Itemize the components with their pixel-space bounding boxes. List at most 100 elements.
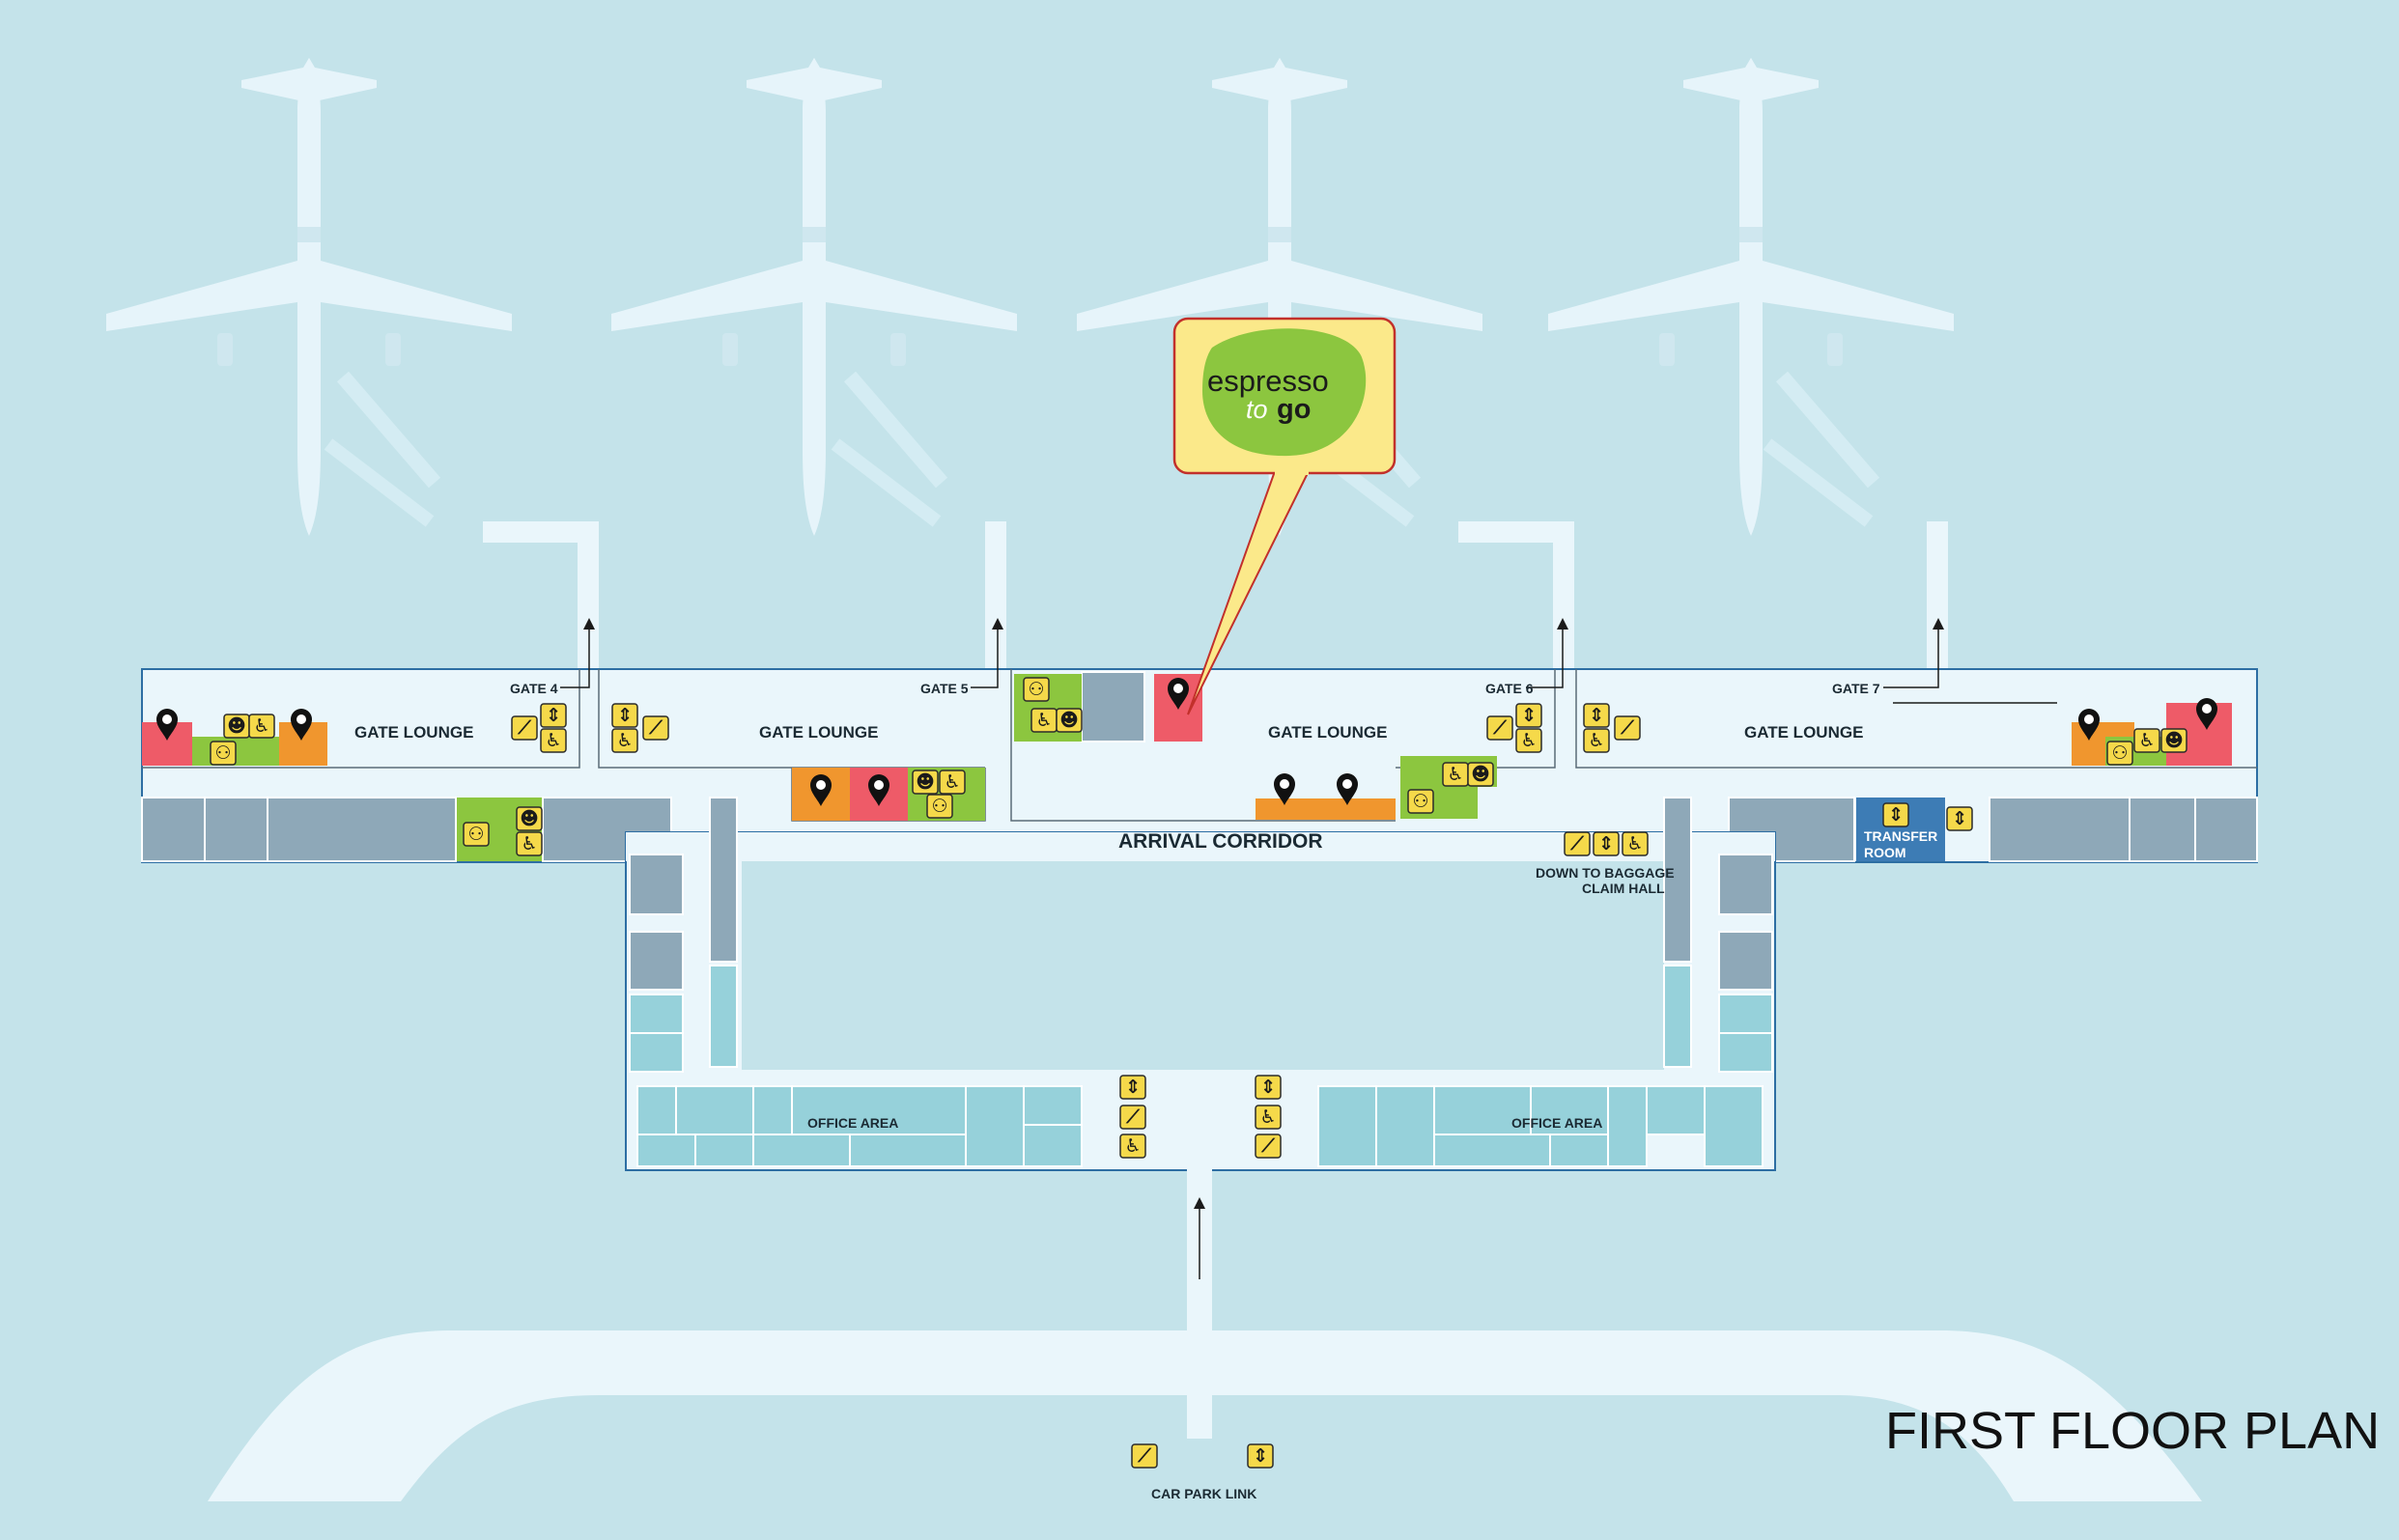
svg-text:♿: ♿ (521, 833, 537, 854)
escalator-icon: ⟋ (1131, 1443, 1158, 1469)
floor-plan-title: FIRST FLOOR PLAN (1885, 1402, 2380, 1460)
svg-text:♿: ♿ (1124, 1135, 1141, 1157)
wheelchair-icon: ♿ (1119, 1134, 1146, 1159)
svg-text:☻: ☻ (227, 715, 246, 737)
gate-arrows (560, 628, 2057, 1279)
shopping-pin-icon (291, 709, 312, 741)
restaurant-pin-icon (868, 774, 889, 806)
car-park-road (208, 1330, 2202, 1501)
wheelchair-icon: ♿ (248, 714, 275, 739)
svg-text:⟋: ⟋ (1260, 1135, 1276, 1157)
shopping-pin-icon (2078, 709, 2100, 741)
elevator-icon: ⇕ (1593, 831, 1620, 856)
gate-lounge-5-label: GATE LOUNGE (759, 723, 878, 742)
wheelchair-icon: ♿ (1030, 708, 1058, 733)
svg-text:☻: ☻ (520, 808, 539, 829)
svg-text:⇕: ⇕ (1598, 833, 1614, 854)
espresso-callout: espresso to go (1172, 317, 1397, 715)
baby-change-icon: ☻ (1056, 708, 1083, 733)
escalator-icon: ⟋ (1486, 715, 1513, 741)
svg-text:⟋: ⟋ (1492, 717, 1508, 739)
gate-7-label: GATE 7 (1832, 681, 1880, 696)
restroom-icon: ⚇ (926, 794, 953, 819)
baggage-label-1: DOWN TO BAGGAGE (1536, 865, 1675, 881)
escalator-icon: ⟋ (642, 715, 669, 741)
svg-text:⇕: ⇕ (1888, 804, 1904, 826)
svg-text:⚇: ⚇ (1412, 791, 1428, 812)
svg-text:☻: ☻ (2164, 730, 2184, 751)
arrival-corridor-label: ARRIVAL CORRIDOR (1118, 830, 1323, 853)
svg-text:⚇: ⚇ (2111, 742, 2128, 764)
wheelchair-icon: ♿ (1442, 762, 1469, 787)
svg-text:♿: ♿ (1626, 833, 1643, 854)
facility-icons: ⟋⇕♿⇕♿⟋⚇☻♿⚇☻♿☻♿⚇⚇♿☻⟋⇕♿♿☻⚇⇕♿⟋⟋⇕♿⚇♿☻⇕⇕⇕⟋♿⇕♿… (210, 677, 2187, 1469)
svg-text:♿: ♿ (1447, 764, 1463, 785)
svg-text:⚇: ⚇ (214, 742, 231, 764)
svg-text:♿: ♿ (545, 730, 561, 751)
svg-text:♿: ♿ (616, 730, 633, 751)
restroom-icon: ⚇ (2106, 741, 2133, 766)
svg-text:⇕: ⇕ (1260, 1077, 1276, 1098)
restaurant-pin-icon (156, 709, 178, 741)
svg-text:⇕: ⇕ (1952, 808, 1967, 829)
svg-text:⇕: ⇕ (1253, 1445, 1268, 1467)
central-courtyard (742, 859, 1664, 1070)
elevator-icon: ⇕ (1255, 1075, 1282, 1100)
espresso-logo-go: go (1277, 394, 1311, 425)
shopping-pin-icon (1274, 773, 1295, 805)
espresso-logo-to: to (1246, 395, 1268, 424)
svg-text:⇕: ⇕ (1589, 705, 1604, 726)
svg-text:⟋: ⟋ (1620, 717, 1635, 739)
elevator-icon: ⇕ (1583, 703, 1610, 728)
office-rooms (629, 965, 1773, 1167)
svg-text:♿: ♿ (2138, 730, 2155, 751)
shopping-pin-icon (810, 774, 832, 806)
svg-text:⚇: ⚇ (467, 824, 484, 845)
svg-text:♿: ♿ (1035, 710, 1052, 731)
svg-text:⟋: ⟋ (648, 717, 663, 739)
service-blocks (141, 671, 2258, 862)
svg-text:⟋: ⟋ (1569, 833, 1585, 854)
elevator-icon: ⇕ (540, 703, 567, 728)
elevator-icon: ⇕ (1515, 703, 1542, 728)
svg-text:⟋: ⟋ (1137, 1445, 1152, 1467)
escalator-icon: ⟋ (1614, 715, 1641, 741)
baby-change-icon: ☻ (912, 770, 939, 795)
office-area-left-label: OFFICE AREA (807, 1115, 898, 1131)
baby-change-icon: ☻ (223, 714, 250, 739)
svg-text:⇕: ⇕ (1521, 705, 1537, 726)
restroom-icon: ⚇ (463, 822, 490, 847)
restroom-icon: ⚇ (1023, 677, 1050, 702)
restaurant-pin-icon (1168, 678, 1189, 710)
wheelchair-icon: ♿ (1255, 1105, 1282, 1130)
wheelchair-icon: ♿ (540, 728, 567, 753)
restroom-icon: ⚇ (210, 741, 237, 766)
gate-lounge-6-label: GATE LOUNGE (1268, 723, 1387, 742)
gate-connectors (483, 521, 1948, 681)
svg-text:♿: ♿ (944, 771, 960, 793)
wheelchair-icon: ♿ (1583, 728, 1610, 753)
svg-text:☻: ☻ (1059, 710, 1079, 731)
restaurant-pin-icon (2196, 698, 2217, 730)
svg-text:♿: ♿ (253, 715, 269, 737)
wheelchair-icon: ♿ (2133, 728, 2160, 753)
svg-text:⟋: ⟋ (517, 717, 532, 739)
gate-5-label: GATE 5 (920, 681, 969, 696)
gate-lounge-4-label: GATE LOUNGE (354, 723, 473, 742)
wheelchair-icon: ♿ (611, 728, 638, 753)
baggage-label-2: CLAIM HALL (1582, 881, 1665, 896)
car-park-link-label: CAR PARK LINK (1151, 1486, 1256, 1501)
svg-text:☻: ☻ (1471, 764, 1490, 785)
gate-6-label: GATE 6 (1485, 681, 1534, 696)
shopping-pin-icon (1337, 773, 1358, 805)
escalator-icon: ⟋ (1255, 1134, 1282, 1159)
svg-text:☻: ☻ (916, 771, 935, 793)
lower-shafts (629, 797, 1773, 991)
svg-text:⇕: ⇕ (1125, 1077, 1141, 1098)
svg-text:⟋: ⟋ (1125, 1106, 1141, 1128)
elevator-icon: ⇕ (611, 703, 638, 728)
svg-text:♿: ♿ (1520, 730, 1537, 751)
svg-text:♿: ♿ (1588, 730, 1604, 751)
elevator-icon: ⇕ (1882, 802, 1909, 827)
espresso-logo-text: espresso (1207, 364, 1329, 398)
